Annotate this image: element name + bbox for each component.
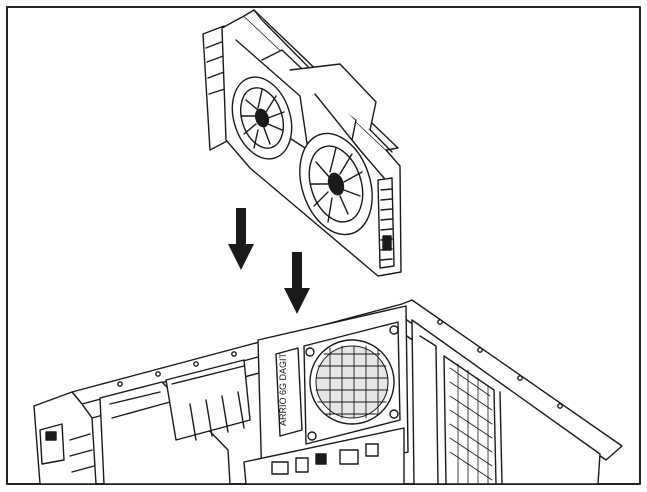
card-fan-left bbox=[231, 76, 293, 160]
arrow-down-icon-left bbox=[228, 208, 254, 270]
card-heatsink bbox=[377, 177, 395, 269]
case-expansion-slots bbox=[165, 359, 251, 441]
case-drive-bay bbox=[99, 381, 231, 485]
case-label-plate: ARRIO 6G DAGIT bbox=[275, 347, 303, 437]
graphics-card bbox=[202, 9, 402, 277]
arrow-down-icon-right bbox=[284, 252, 310, 314]
case-fan-grill bbox=[303, 321, 401, 445]
case-label-text: ARRIO 6G DAGIT bbox=[278, 352, 288, 426]
case-side-mesh bbox=[443, 355, 497, 485]
pc-case: ARRIO 6G DAGIT bbox=[33, 299, 623, 485]
case-motherboard-area bbox=[243, 427, 405, 485]
card-fan-right bbox=[299, 132, 373, 236]
